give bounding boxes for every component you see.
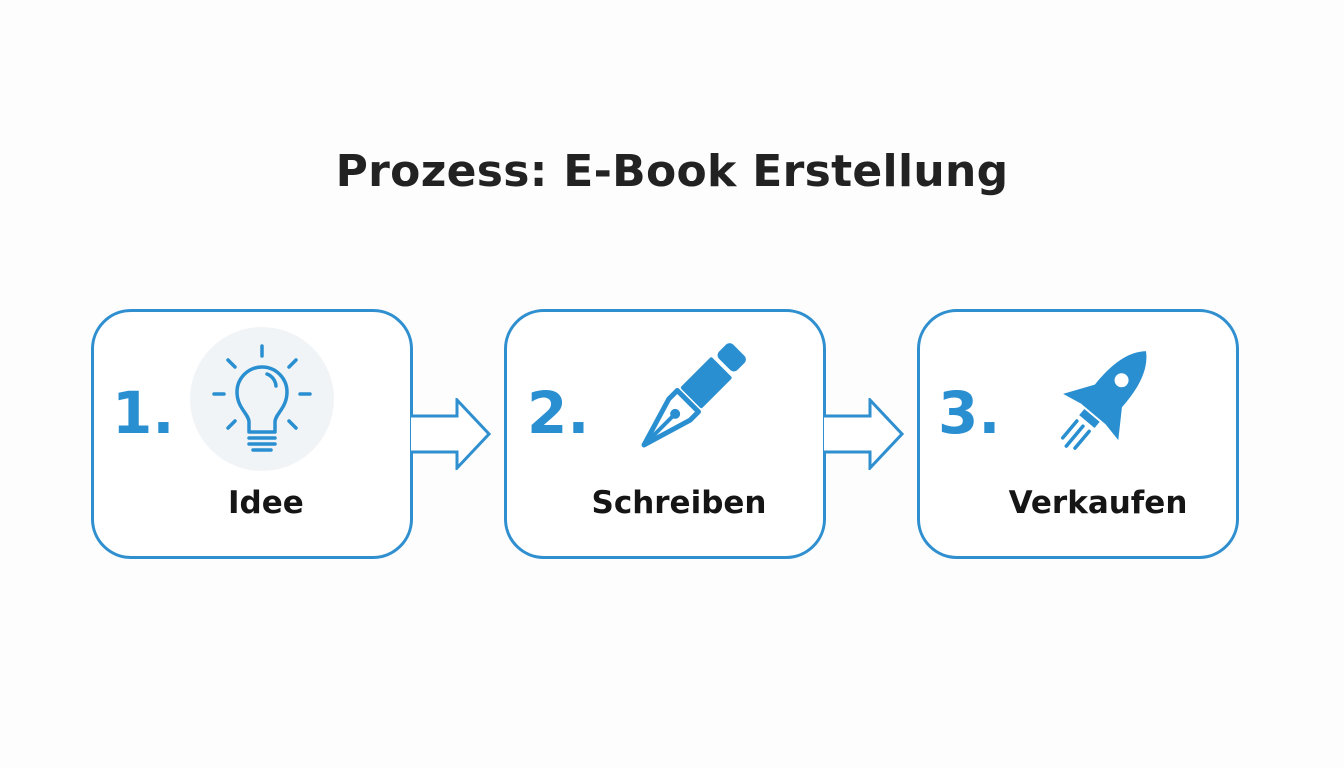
arrow-right-icon xyxy=(824,398,904,470)
step-number: 3. xyxy=(938,379,1001,447)
step-box-verkaufen: 3. Verkaufen xyxy=(917,309,1239,559)
fountain-pen-icon xyxy=(641,343,746,448)
step-box-schreiben: 2. Schreiben xyxy=(504,309,826,559)
step-number: 1. xyxy=(112,379,175,447)
step-label: Idee xyxy=(228,485,304,521)
diagram-title: Prozess: E-Book Erstellung xyxy=(335,146,1009,197)
step-label: Schreiben xyxy=(591,485,767,521)
step-box-idee: 1. Idee xyxy=(91,309,413,559)
rocket-icon xyxy=(1060,351,1147,450)
arrow-right-icon xyxy=(411,398,491,470)
step-number: 2. xyxy=(527,379,590,447)
step-label: Verkaufen xyxy=(1008,485,1188,521)
lightbulb-icon xyxy=(190,327,334,471)
